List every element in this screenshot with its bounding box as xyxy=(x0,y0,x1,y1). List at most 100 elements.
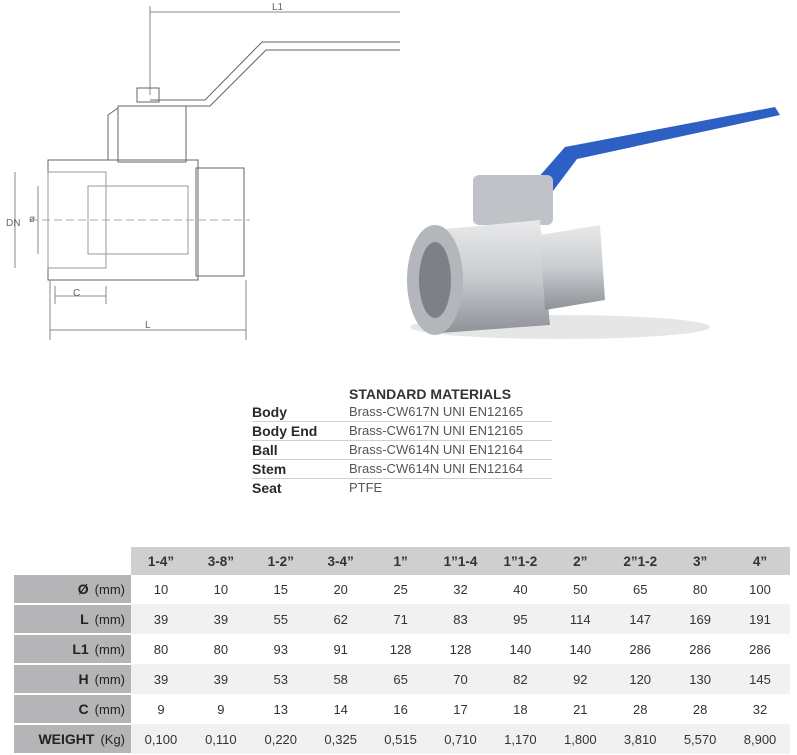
material-spec: Brass-CW617N UNI EN12165 xyxy=(349,404,524,419)
dimension-cell: 286 xyxy=(670,634,731,664)
dimension-cell: 55 xyxy=(250,604,311,634)
dimension-cell: 20 xyxy=(310,575,371,604)
size-header: 4” xyxy=(730,547,790,575)
dimension-cell: 39 xyxy=(190,604,251,634)
phi-label: ø xyxy=(29,214,35,225)
dimension-cell: 16 xyxy=(370,694,431,724)
dimension-unit: (mm) xyxy=(94,642,125,657)
lever-handle-outline xyxy=(150,41,400,107)
dimension-cell: 1,800 xyxy=(550,724,611,754)
dimension-cell: 25 xyxy=(370,575,431,604)
dimension-cell: 32 xyxy=(730,694,790,724)
dimension-cell: 3,810 xyxy=(610,724,671,754)
dimension-cell: 93 xyxy=(250,634,311,664)
size-header-row: 1-4” 3-8” 1-2” 3-4” 1” 1”1-4 1”1-2 2” 2”… xyxy=(14,547,790,575)
dimension-cell: 9 xyxy=(190,694,251,724)
dimension-cell: 50 xyxy=(550,575,611,604)
material-part: Seat xyxy=(252,480,282,496)
dimension-cell: 8,900 xyxy=(730,724,790,754)
dimension-cell: 95 xyxy=(490,604,551,634)
size-header: 1” xyxy=(370,547,431,575)
blue-lever-handle xyxy=(530,107,780,191)
c-label: C xyxy=(73,288,80,299)
dimension-cell: 32 xyxy=(430,575,491,604)
dimension-symbol: WEIGHT xyxy=(38,731,95,747)
dimension-cell: 39 xyxy=(190,664,251,694)
dimension-cell: 1,170 xyxy=(490,724,551,754)
dimension-cell: 191 xyxy=(730,604,790,634)
ball-valve-product-photo xyxy=(407,107,780,339)
material-part: Stem xyxy=(252,461,287,477)
valve-technical-drawing: L1 H DN ø C L xyxy=(6,2,400,340)
dimension-cell: 62 xyxy=(310,604,371,634)
materials-row: Stem Brass-CW614N UNI EN12164 xyxy=(252,460,552,479)
standard-materials-table: STANDARD MATERIALS Body Brass-CW617N UNI… xyxy=(252,385,552,497)
dimension-cell: 140 xyxy=(550,634,611,664)
dimension-cell: 10 xyxy=(190,575,251,604)
dimension-unit: (mm) xyxy=(94,612,125,627)
dimension-cell: 128 xyxy=(370,634,431,664)
dimension-cell: 5,570 xyxy=(670,724,731,754)
dimension-cell: 82 xyxy=(490,664,551,694)
size-header: 1-2” xyxy=(250,547,311,575)
materials-row: Ball Brass-CW614N UNI EN12164 xyxy=(252,441,552,460)
material-part: Body xyxy=(252,404,287,420)
dimension-cell: 58 xyxy=(310,664,371,694)
dimension-symbol: L xyxy=(80,611,89,627)
material-spec: Brass-CW614N UNI EN12164 xyxy=(349,461,524,476)
dimension-cell: 21 xyxy=(550,694,611,724)
dimension-unit: (mm) xyxy=(94,672,125,687)
dimension-cell: 28 xyxy=(610,694,671,724)
dimension-cell: 0,100 xyxy=(131,724,191,754)
dimension-cell: 18 xyxy=(490,694,551,724)
size-header: 1”1-2 xyxy=(490,547,551,575)
dimension-cell: 83 xyxy=(430,604,491,634)
dimension-cell: 80 xyxy=(670,575,731,604)
size-header: 1-4” xyxy=(131,547,191,575)
size-header: 3-4” xyxy=(310,547,371,575)
materials-title: STANDARD MATERIALS xyxy=(349,386,512,402)
dimension-row-label: WEIGHT (Kg) xyxy=(14,724,131,755)
dimension-unit: (mm) xyxy=(94,702,125,717)
size-header: 2” xyxy=(550,547,611,575)
dimension-row-label: C (mm) xyxy=(14,694,131,725)
dimension-cell: 0,325 xyxy=(310,724,371,754)
dimension-cell: 28 xyxy=(670,694,731,724)
dimension-row-label: H(mm) xyxy=(14,664,131,695)
size-header: 1”1-4 xyxy=(430,547,491,575)
dimension-cell: 145 xyxy=(730,664,790,694)
dimension-row-label: Ø(mm) xyxy=(14,575,131,605)
materials-row: Body End Brass-CW617N UNI EN12165 xyxy=(252,422,552,441)
dimension-cell: 40 xyxy=(490,575,551,604)
size-header: 3” xyxy=(670,547,731,575)
dimension-unit: (Kg) xyxy=(100,732,125,747)
dimension-symbol: L1 xyxy=(72,641,89,657)
dimension-cell: 71 xyxy=(370,604,431,634)
material-spec: Brass-CW617N UNI EN12165 xyxy=(349,423,524,438)
material-part: Ball xyxy=(252,442,278,458)
dimension-symbol: C xyxy=(78,701,89,717)
dimension-cell: 65 xyxy=(370,664,431,694)
dimensions-table: 1-4” 3-8” 1-2” 3-4” 1” 1”1-4 1”1-2 2” 2”… xyxy=(14,547,790,755)
dn-label: DN xyxy=(6,218,20,229)
dimension-cell: 0,515 xyxy=(370,724,431,754)
dimension-cell: 140 xyxy=(490,634,551,664)
table-corner xyxy=(14,547,131,575)
l-label: L xyxy=(145,320,151,331)
dimension-cell: 13 xyxy=(250,694,311,724)
dimension-cell: 14 xyxy=(310,694,371,724)
material-part: Body End xyxy=(252,423,318,439)
l1-label: L1 xyxy=(272,2,284,13)
material-spec: PTFE xyxy=(349,480,383,495)
dimension-cell: 9 xyxy=(131,694,191,724)
dimension-cell: 130 xyxy=(670,664,731,694)
dimension-cell: 65 xyxy=(610,575,671,604)
dimension-cell: 80 xyxy=(131,634,191,664)
dimension-cell: 92 xyxy=(550,664,611,694)
dimension-cell: 120 xyxy=(610,664,671,694)
dimension-cell: 0,710 xyxy=(430,724,491,754)
